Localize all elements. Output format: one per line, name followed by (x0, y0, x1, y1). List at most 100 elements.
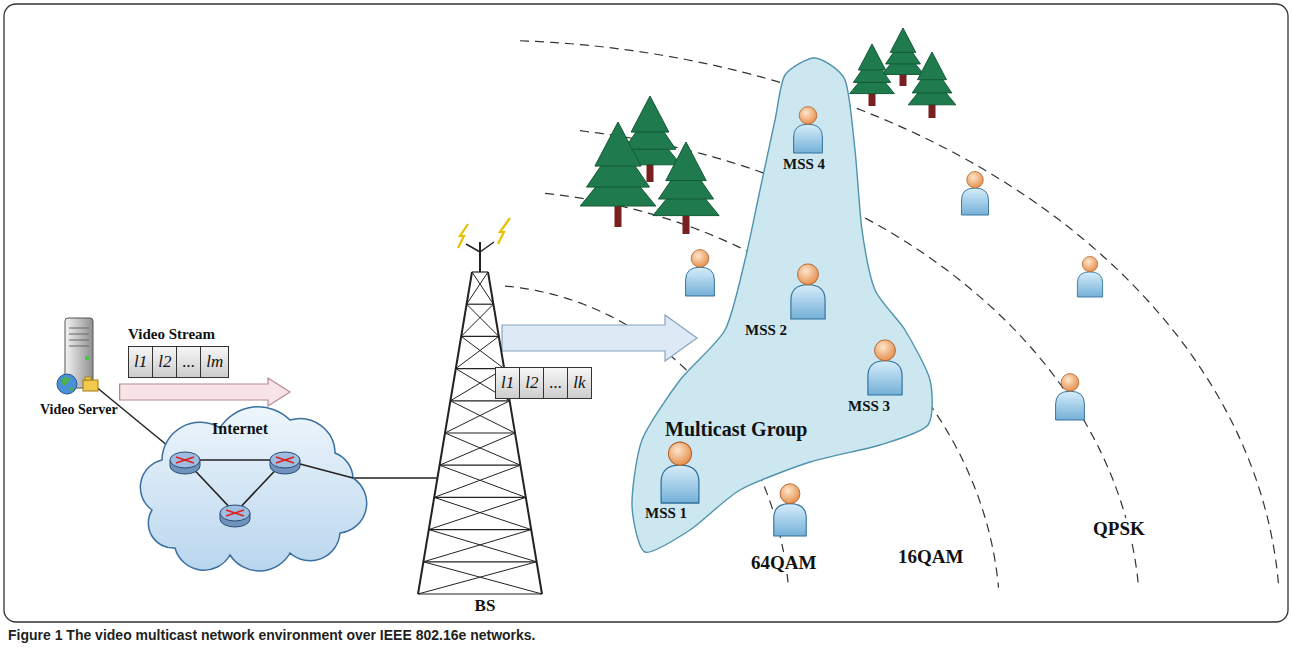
station-name: MSS 4 (783, 156, 825, 173)
tower-icon (423, 530, 531, 562)
tower-icon (418, 562, 537, 594)
packet-cell: l1 (495, 367, 520, 399)
router-icon (226, 510, 244, 516)
person-icon (661, 465, 699, 503)
person-icon (875, 340, 896, 361)
tower-icon (480, 242, 494, 252)
modulation-label: 16QAM (895, 546, 966, 568)
packet-label: l2 (525, 373, 538, 393)
packet-cell: l2 (152, 346, 177, 378)
packet-cell: lm (200, 346, 229, 378)
mobile-station: MSS 3 (866, 338, 904, 395)
server-icon (69, 328, 89, 329)
tower-icon (467, 272, 488, 304)
server-label: Video Server (40, 402, 118, 418)
packet-cell: lk (567, 367, 591, 399)
person-icon (774, 504, 806, 536)
tower-icon (472, 272, 493, 304)
user-icon (1077, 256, 1102, 297)
router-icon (220, 505, 250, 521)
person-icon (962, 172, 989, 216)
person-icon (780, 484, 800, 504)
user-icon (774, 484, 806, 536)
tree-icon (917, 52, 946, 80)
router-icon (176, 457, 194, 463)
person-icon (686, 250, 715, 296)
packet-label: lm (206, 352, 223, 372)
tree-icon (908, 52, 956, 118)
server-icon (62, 377, 74, 391)
packet-label: ... (182, 352, 195, 372)
group-outline (632, 58, 932, 552)
mobile-station: MSS 2 (789, 262, 827, 319)
tower-icon (440, 465, 526, 497)
server-icon (85, 377, 91, 380)
modulation-label: 64QAM (748, 552, 819, 574)
router-icon (276, 457, 294, 463)
tower-icon (461, 304, 493, 336)
station-name: MSS 3 (848, 398, 890, 415)
tree-icon (595, 122, 641, 166)
person-icon (691, 250, 709, 268)
signal-bolt (498, 218, 510, 244)
person-icon (661, 442, 699, 503)
station-label: BS (400, 596, 570, 616)
router-icon (270, 452, 300, 474)
person-icon (1061, 374, 1079, 392)
person-icon (1056, 374, 1085, 420)
figure-caption: Figure 1 The video multicast network env… (8, 627, 536, 643)
tower-icon (467, 304, 499, 336)
tower-icon (423, 561, 536, 562)
person-icon (868, 361, 902, 395)
tower-icon (434, 497, 526, 498)
server-icon (69, 346, 89, 347)
router-icon (170, 452, 200, 474)
packet-label: lk (573, 373, 585, 393)
mobile-station: MSS 1 (659, 440, 701, 503)
tower-icon (479, 242, 481, 272)
tree-icon (653, 142, 719, 234)
signal-bolt (458, 224, 468, 248)
tower-icon (434, 497, 531, 529)
packet-cell: l2 (519, 367, 544, 399)
tower-icon (450, 401, 515, 433)
figure-border (4, 4, 1288, 622)
cloud-label: Internet (212, 420, 355, 438)
person-icon (866, 338, 904, 395)
tower-icon (445, 432, 515, 433)
person-icon (792, 105, 824, 153)
server-icon (59, 318, 99, 400)
person-icon (668, 442, 691, 465)
person-icon (791, 285, 825, 319)
server-icon (69, 334, 89, 335)
tower-icon (445, 401, 510, 433)
network-link (353, 477, 438, 479)
person-icon (962, 188, 989, 215)
person-icon (789, 262, 827, 319)
video-server: Video Server (40, 318, 118, 418)
cloud-shape (140, 407, 366, 571)
router-icon (276, 457, 294, 463)
router-icon (226, 510, 244, 516)
flow-arrow (502, 315, 697, 361)
packet-label: l1 (501, 373, 514, 393)
group-label: Multicast Group (665, 418, 945, 441)
tree-icon (890, 28, 916, 52)
person-icon (774, 484, 806, 536)
person-icon (1056, 391, 1085, 420)
tree-icon (666, 142, 706, 181)
tower-icon (434, 465, 520, 497)
tower-icon (440, 433, 515, 465)
tree-icon (850, 44, 895, 106)
tower-icon (445, 433, 520, 465)
coverage-ring (520, 41, 1279, 585)
tower-icon (440, 465, 521, 466)
station-name: MSS 2 (745, 322, 787, 339)
mobile-station: MSS 4 (792, 105, 824, 153)
router-icon (270, 452, 300, 468)
station-name: MSS 1 (645, 505, 687, 522)
person-icon (1077, 272, 1102, 297)
tower-icon (429, 497, 526, 529)
router-icon (170, 452, 200, 468)
person-icon (1077, 256, 1102, 297)
